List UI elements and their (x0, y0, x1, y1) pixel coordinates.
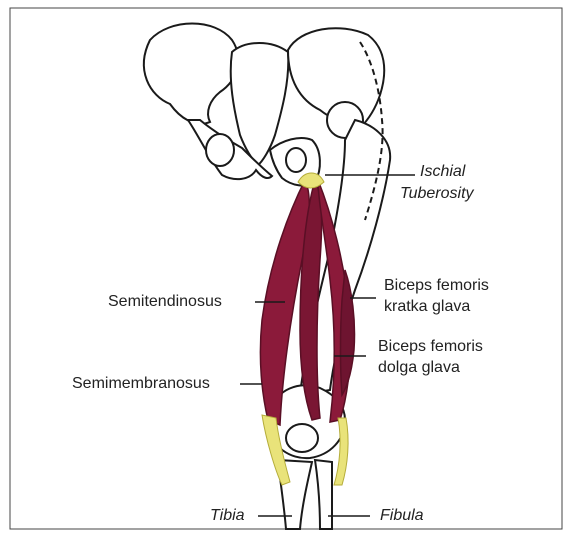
label-semimembranosus: Semimembranosus (72, 375, 210, 393)
label-biceps-long-2: dolga glava (378, 359, 460, 377)
label-biceps-long-1: Biceps femoris (378, 338, 483, 356)
label-biceps-short-2: kratka glava (384, 298, 470, 316)
label-biceps-short-1: Biceps femoris (384, 277, 489, 295)
label-ischial: Ischial (420, 163, 465, 181)
label-tuberosity: Tuberosity (400, 185, 474, 203)
label-fibula: Fibula (380, 507, 424, 525)
label-semitendinosus: Semitendinosus (108, 293, 222, 311)
label-tibia: Tibia (210, 507, 245, 525)
